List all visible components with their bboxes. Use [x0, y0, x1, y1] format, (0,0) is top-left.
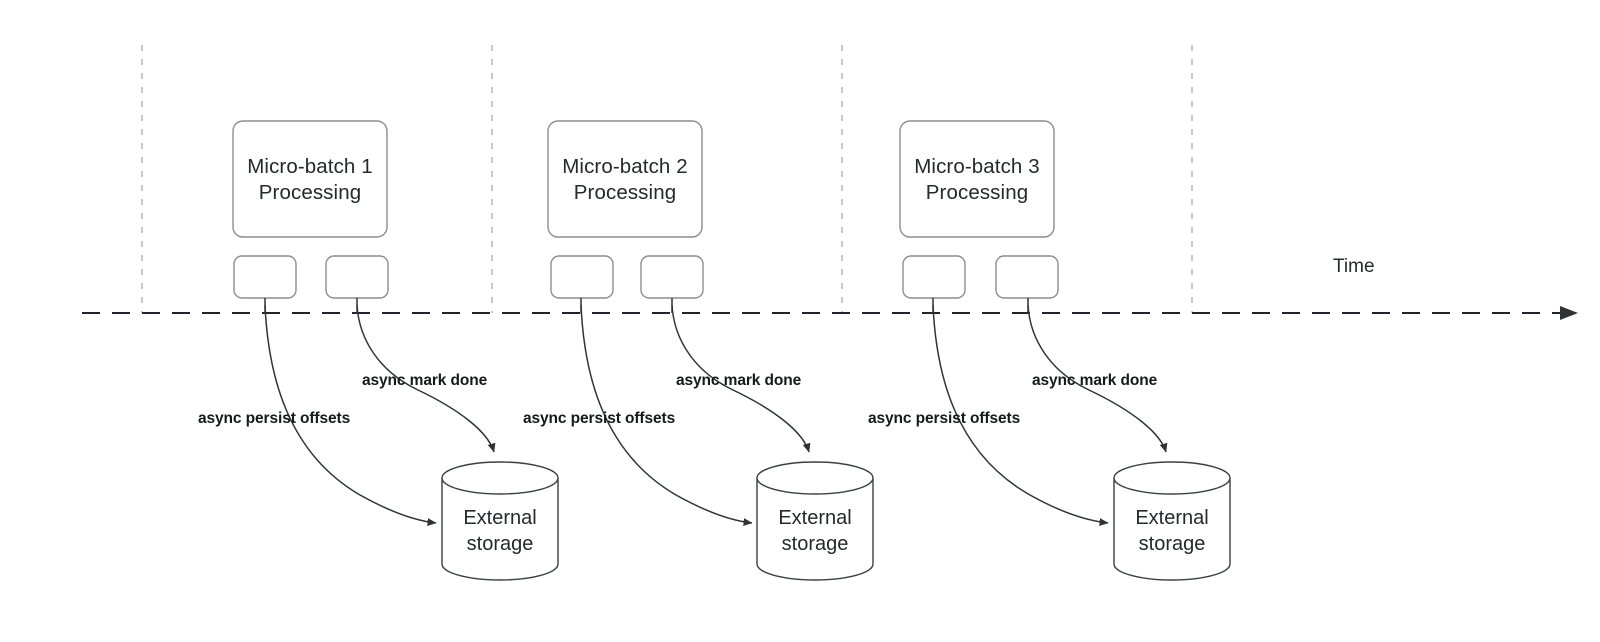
edge-label-2-mark-done: async mark done [676, 372, 802, 389]
group-1-shapes [232, 120, 559, 581]
group-2-shapes [547, 120, 874, 581]
group-1-edges [264, 298, 496, 527]
storage-cylinder-3-body [1113, 478, 1231, 581]
edge-label-3-persist-offsets: async persist offsets [868, 410, 1021, 427]
edge-2-mark-done [671, 304, 811, 453]
task-box-1-persist [233, 255, 297, 299]
group-3-shapes [899, 120, 1231, 581]
storage-cylinder-1-top [441, 461, 559, 495]
edge-3-persist-offsets [932, 304, 1109, 527]
edge-2-persist-offsets [580, 304, 753, 527]
group-2-edges [580, 298, 811, 527]
storage-cylinder-2-body [756, 478, 874, 581]
task-box-2-persist [550, 255, 614, 299]
timeline-axis-label: Time [1333, 256, 1375, 277]
batch-box-1 [232, 120, 388, 238]
edge-label-1-persist-offsets: async persist offsets [198, 410, 351, 427]
edge-label-2-persist-offsets: async persist offsets [523, 410, 676, 427]
timeline-arrow-icon [1560, 306, 1578, 320]
batch-box-3 [899, 120, 1055, 238]
edge-label-3-mark-done: async mark done [1032, 372, 1158, 389]
separator-lines [141, 45, 1193, 313]
storage-cylinder-2-top [756, 461, 874, 495]
task-box-3-persist [902, 255, 966, 299]
edge-1-mark-done [356, 304, 496, 453]
group-3-edges [932, 298, 1168, 527]
edge-label-1-mark-done: async mark done [362, 372, 488, 389]
task-box-3-mark [995, 255, 1059, 299]
edge-3-mark-done [1027, 304, 1168, 453]
timeline-axis [82, 306, 1578, 320]
task-box-1-mark [325, 255, 389, 299]
edge-1-persist-offsets [264, 304, 437, 527]
task-box-2-mark [640, 255, 704, 299]
storage-cylinder-1-body [441, 478, 559, 581]
storage-cylinder-3-top [1113, 461, 1231, 495]
batch-box-2 [547, 120, 703, 238]
